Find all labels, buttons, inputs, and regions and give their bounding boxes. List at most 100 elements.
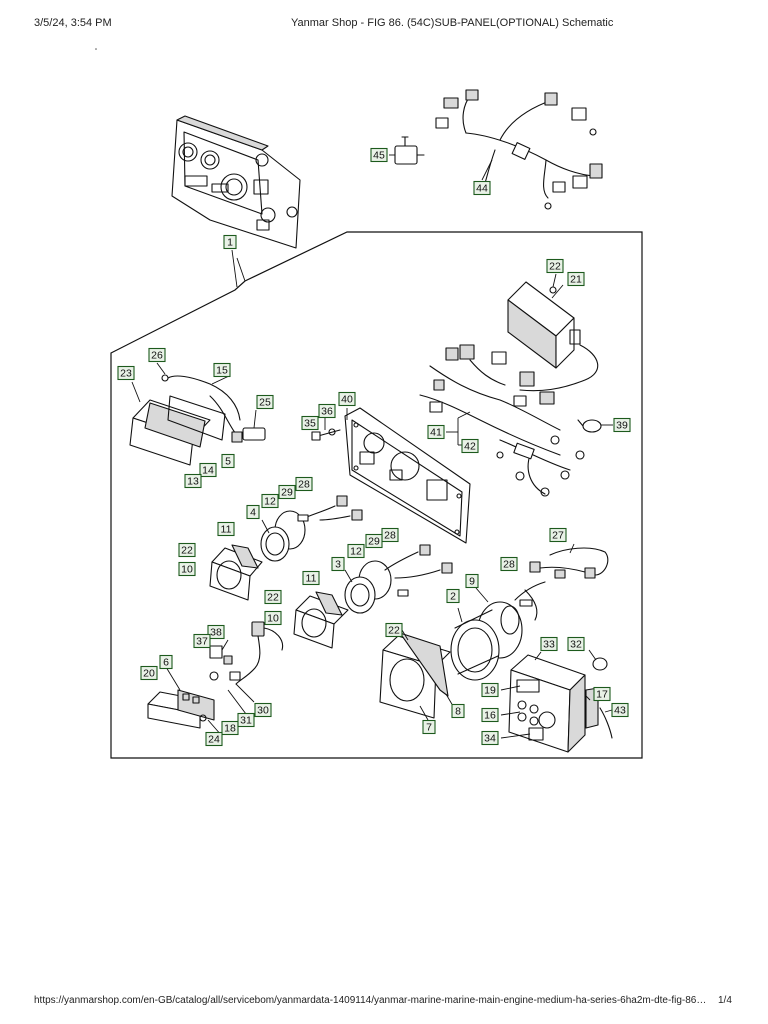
callout-number: 3 — [335, 559, 341, 571]
cable-clamp — [577, 419, 602, 433]
callout-number: 12 — [264, 496, 276, 508]
callout-number: 29 — [281, 487, 293, 499]
callout-number: 30 — [257, 705, 269, 717]
callout-box — [205, 731, 223, 747]
callout-number: 42 — [464, 441, 476, 453]
callout-22: 22 — [385, 622, 403, 638]
callout-15: 15 — [213, 362, 231, 378]
callout-number: 41 — [430, 427, 442, 439]
callout-box — [451, 703, 465, 719]
callout-11: 11 — [302, 570, 320, 586]
instrument-panel-assembly — [171, 115, 301, 249]
callout-number: 43 — [614, 705, 626, 717]
callout-30: 30 — [254, 702, 272, 718]
callout-number: 40 — [341, 394, 353, 406]
callout-box — [295, 476, 313, 492]
callout-number: 23 — [120, 368, 132, 380]
gauge-harness — [524, 547, 609, 621]
callout-24: 24 — [205, 731, 223, 747]
callout-10: 10 — [264, 610, 282, 626]
exploded-view-frame — [110, 231, 643, 759]
callout-box — [331, 556, 345, 572]
callout-12: 12 — [261, 493, 279, 509]
callout-number: 45 — [373, 150, 385, 162]
callout-35: 35 — [301, 415, 319, 431]
callout-box — [199, 462, 217, 478]
callout-number: 17 — [596, 689, 608, 701]
callout-33: 33 — [540, 636, 558, 652]
callout-number: 33 — [543, 639, 555, 651]
callout-box — [246, 504, 260, 520]
callout-box — [338, 391, 356, 407]
page-title: Yanmar Shop - FIG 86. (54C)SUB-PANEL(OPT… — [291, 17, 614, 29]
callout-box — [264, 610, 282, 626]
callout-box — [117, 365, 135, 381]
callout-13: 13 — [184, 473, 202, 489]
callout-44: 44 — [473, 180, 491, 196]
tachometer-gauge — [450, 581, 546, 681]
callout-number: 14 — [202, 465, 214, 477]
callout-box — [256, 394, 274, 410]
callout-number: 25 — [259, 397, 271, 409]
callout-number: 2 — [450, 591, 456, 603]
page-number: 1/4 — [718, 995, 732, 1006]
relay — [394, 136, 425, 165]
callout-8: 8 — [451, 703, 465, 719]
callout-27: 27 — [549, 527, 567, 543]
callout-number: 44 — [476, 183, 488, 195]
callout-box — [261, 493, 279, 509]
callout-box — [500, 556, 518, 572]
callout-number: 31 — [240, 715, 252, 727]
callout-number: 12 — [350, 546, 362, 558]
callout-number: 22 — [267, 592, 279, 604]
callout-box — [422, 719, 436, 735]
callout-box — [213, 362, 231, 378]
callout-number: 11 — [221, 524, 232, 536]
callout-21: 21 — [567, 271, 585, 287]
callout-box — [567, 271, 585, 287]
callout-box — [549, 527, 567, 543]
callout-22: 22 — [178, 542, 196, 558]
callout-41: 41 — [427, 424, 445, 440]
callout-box — [318, 403, 336, 419]
callout-box — [481, 707, 499, 723]
callout-number: 28 — [503, 559, 515, 571]
callout-box — [546, 258, 564, 274]
print-datetime: 3/5/24, 3:54 PM — [34, 17, 112, 29]
callout-number: 24 — [208, 734, 220, 746]
callout-26: 26 — [148, 347, 166, 363]
callout-box — [278, 484, 296, 500]
callout-36: 36 — [318, 403, 336, 419]
callout-number: 29 — [368, 536, 380, 548]
callout-box — [221, 720, 239, 736]
callout-box — [302, 570, 320, 586]
callout-25: 25 — [256, 394, 274, 410]
callout-number: 22 — [388, 625, 400, 637]
callout-number: 11 — [306, 573, 317, 585]
callout-box — [217, 521, 235, 537]
callout-box — [184, 473, 202, 489]
callout-45: 45 — [370, 147, 388, 163]
callout-number: 37 — [196, 636, 208, 648]
callout-12: 12 — [347, 543, 365, 559]
callout-box — [347, 543, 365, 559]
callout-box — [481, 730, 499, 746]
callout-38: 38 — [207, 624, 225, 640]
callout-box — [611, 702, 629, 718]
callout-number: 22 — [181, 545, 193, 557]
callout-box — [593, 686, 611, 702]
callout-29: 29 — [365, 533, 383, 549]
callout-number: 16 — [484, 710, 496, 722]
bolt — [311, 428, 341, 441]
gauge-bezel-upper — [209, 544, 263, 601]
switch-panel — [147, 689, 215, 729]
callout-18: 18 — [221, 720, 239, 736]
callout-14: 14 — [199, 462, 217, 478]
callout-box — [370, 147, 388, 163]
callout-6: 6 — [159, 654, 173, 670]
callout-22: 22 — [546, 258, 564, 274]
switch-harness — [209, 621, 284, 685]
panel-light-assembly — [129, 374, 266, 466]
callout-17: 17 — [593, 686, 611, 702]
